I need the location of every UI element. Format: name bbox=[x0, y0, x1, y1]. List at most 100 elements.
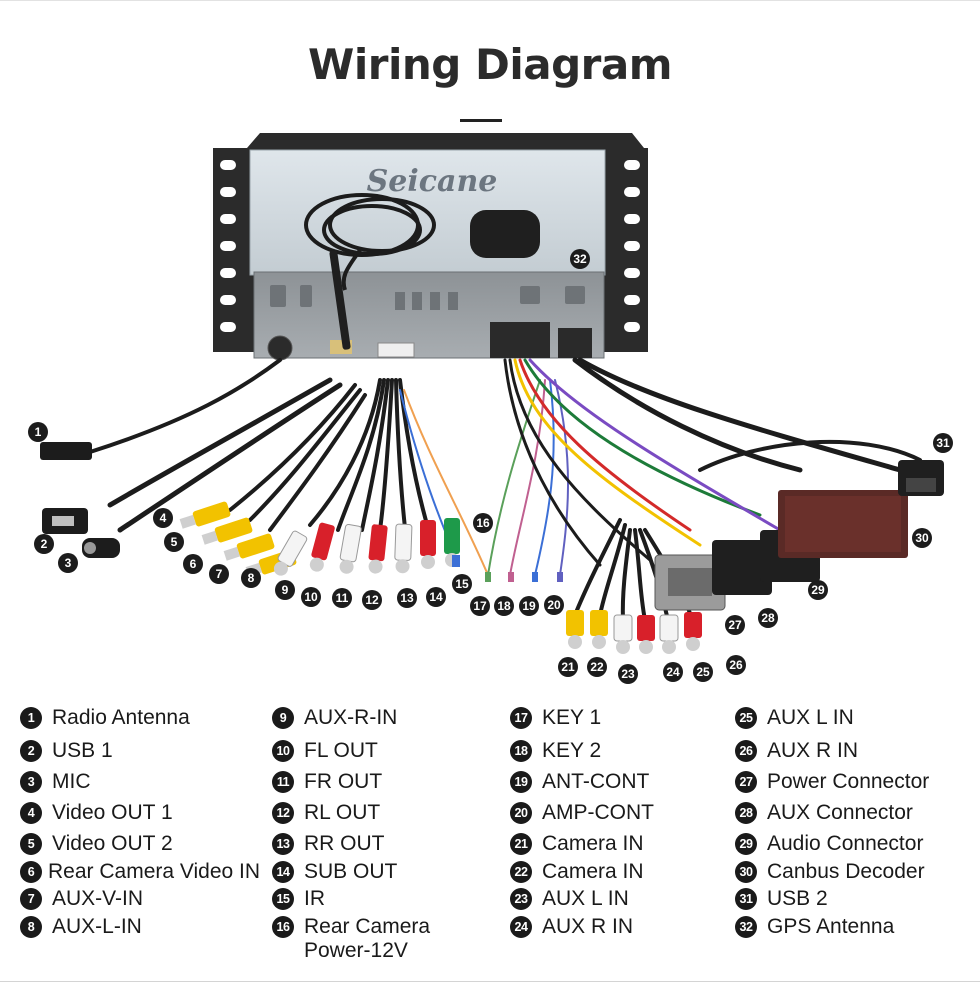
legend-label: KEY 2 bbox=[542, 739, 602, 762]
legend-number-badge: 29 bbox=[735, 833, 757, 855]
legend-label: AUX-R-IN bbox=[304, 706, 398, 729]
svg-text:25: 25 bbox=[696, 665, 710, 679]
svg-text:4: 4 bbox=[160, 511, 167, 525]
rca-row-video-audio bbox=[179, 501, 460, 577]
svg-text:10: 10 bbox=[304, 590, 318, 604]
legend-label: KEY 1 bbox=[542, 706, 602, 729]
legend-number-badge: 15 bbox=[272, 888, 294, 910]
svg-text:30: 30 bbox=[915, 531, 929, 545]
legend-label: AUX R IN bbox=[767, 739, 859, 762]
callout-22: 22 bbox=[587, 657, 607, 677]
svg-text:Seicane: Seicane bbox=[367, 164, 498, 199]
legend-number-badge: 7 bbox=[20, 888, 42, 910]
legend-number-badge: 19 bbox=[510, 771, 532, 793]
callout-17: 17 bbox=[470, 596, 490, 616]
callout-8: 8 bbox=[241, 568, 261, 588]
svg-text:15: 15 bbox=[455, 577, 469, 591]
callout-21: 21 bbox=[558, 657, 578, 677]
legend-label: AUX-L-IN bbox=[52, 915, 142, 938]
legend-label: Radio Antenna bbox=[52, 706, 190, 729]
svg-text:24: 24 bbox=[666, 665, 680, 679]
legend-label: SUB OUT bbox=[304, 860, 398, 883]
legend-item: 14 SUB OUT bbox=[272, 860, 397, 884]
callout-13: 13 bbox=[397, 588, 417, 608]
legend-label: Audio Connector bbox=[767, 832, 924, 855]
callout-1: 1 bbox=[28, 422, 48, 442]
svg-text:8: 8 bbox=[248, 571, 255, 585]
callout-29: 29 bbox=[808, 580, 828, 600]
legend-label: Camera IN bbox=[542, 860, 644, 883]
gps-antenna bbox=[304, 193, 540, 291]
callout-7: 7 bbox=[209, 564, 229, 584]
legend-number-badge: 24 bbox=[510, 916, 532, 938]
svg-text:19: 19 bbox=[522, 599, 536, 613]
callout-19: 19 bbox=[519, 596, 539, 616]
callout-24: 24 bbox=[663, 662, 683, 682]
svg-text:27: 27 bbox=[728, 618, 742, 632]
svg-text:17: 17 bbox=[473, 599, 487, 613]
callout-2: 2 bbox=[34, 534, 54, 554]
svg-text:7: 7 bbox=[216, 567, 223, 581]
cable-bundle bbox=[88, 357, 922, 622]
legend-label: AUX Connector bbox=[767, 801, 913, 824]
callout-11: 11 bbox=[332, 588, 352, 608]
legend-label: USB 2 bbox=[767, 887, 828, 910]
legend-label: Video OUT 1 bbox=[52, 801, 173, 824]
top-divider bbox=[0, 0, 980, 1]
legend-number-badge: 3 bbox=[20, 771, 42, 793]
legend-number-badge: 14 bbox=[272, 861, 294, 883]
legend-item: 11 FR OUT bbox=[272, 770, 382, 794]
svg-text:5: 5 bbox=[171, 535, 178, 549]
callout-27: 27 bbox=[725, 615, 745, 635]
callout-markers: 1 2 3 4 5 6 7 8 9 10 11 12 13 14 15 16 1… bbox=[28, 249, 953, 684]
svg-text:31: 31 bbox=[936, 436, 950, 450]
legend-label: ANT-CONT bbox=[542, 770, 650, 793]
legend-item: 19 ANT-CONT bbox=[510, 770, 649, 794]
usb1-connector bbox=[42, 508, 88, 534]
legend-number-badge: 1 bbox=[20, 707, 42, 729]
svg-text:29: 29 bbox=[811, 583, 825, 597]
legend-label: FL OUT bbox=[304, 739, 378, 762]
legend-number-badge: 2 bbox=[20, 740, 42, 762]
callout-18: 18 bbox=[494, 596, 514, 616]
svg-text:23: 23 bbox=[621, 667, 635, 681]
callout-30: 30 bbox=[912, 528, 932, 548]
callout-25: 25 bbox=[693, 662, 713, 682]
callout-26: 26 bbox=[726, 655, 746, 675]
legend-label: Rear Camera Video IN bbox=[48, 860, 261, 883]
callout-5: 5 bbox=[164, 532, 184, 552]
legend-label: AMP-CONT bbox=[542, 801, 654, 824]
wire-tips bbox=[452, 555, 563, 582]
legend-label: RR OUT bbox=[304, 832, 385, 855]
svg-text:12: 12 bbox=[365, 593, 379, 607]
legend-label: AUX L IN bbox=[542, 887, 629, 910]
svg-text:18: 18 bbox=[497, 599, 511, 613]
legend-number-badge: 17 bbox=[510, 707, 532, 729]
svg-text:9: 9 bbox=[282, 583, 289, 597]
legend-label: Rear Camera Power-12V bbox=[304, 915, 431, 962]
svg-text:16: 16 bbox=[476, 516, 490, 530]
legend-number-badge: 11 bbox=[272, 771, 294, 793]
legend-label: USB 1 bbox=[52, 739, 113, 762]
legend-label: FR OUT bbox=[304, 770, 383, 793]
legend-number-badge: 5 bbox=[20, 833, 42, 855]
bottom-divider bbox=[0, 981, 980, 982]
legend-label: MIC bbox=[52, 770, 91, 793]
svg-text:28: 28 bbox=[761, 611, 775, 625]
svg-text:13: 13 bbox=[400, 591, 414, 605]
